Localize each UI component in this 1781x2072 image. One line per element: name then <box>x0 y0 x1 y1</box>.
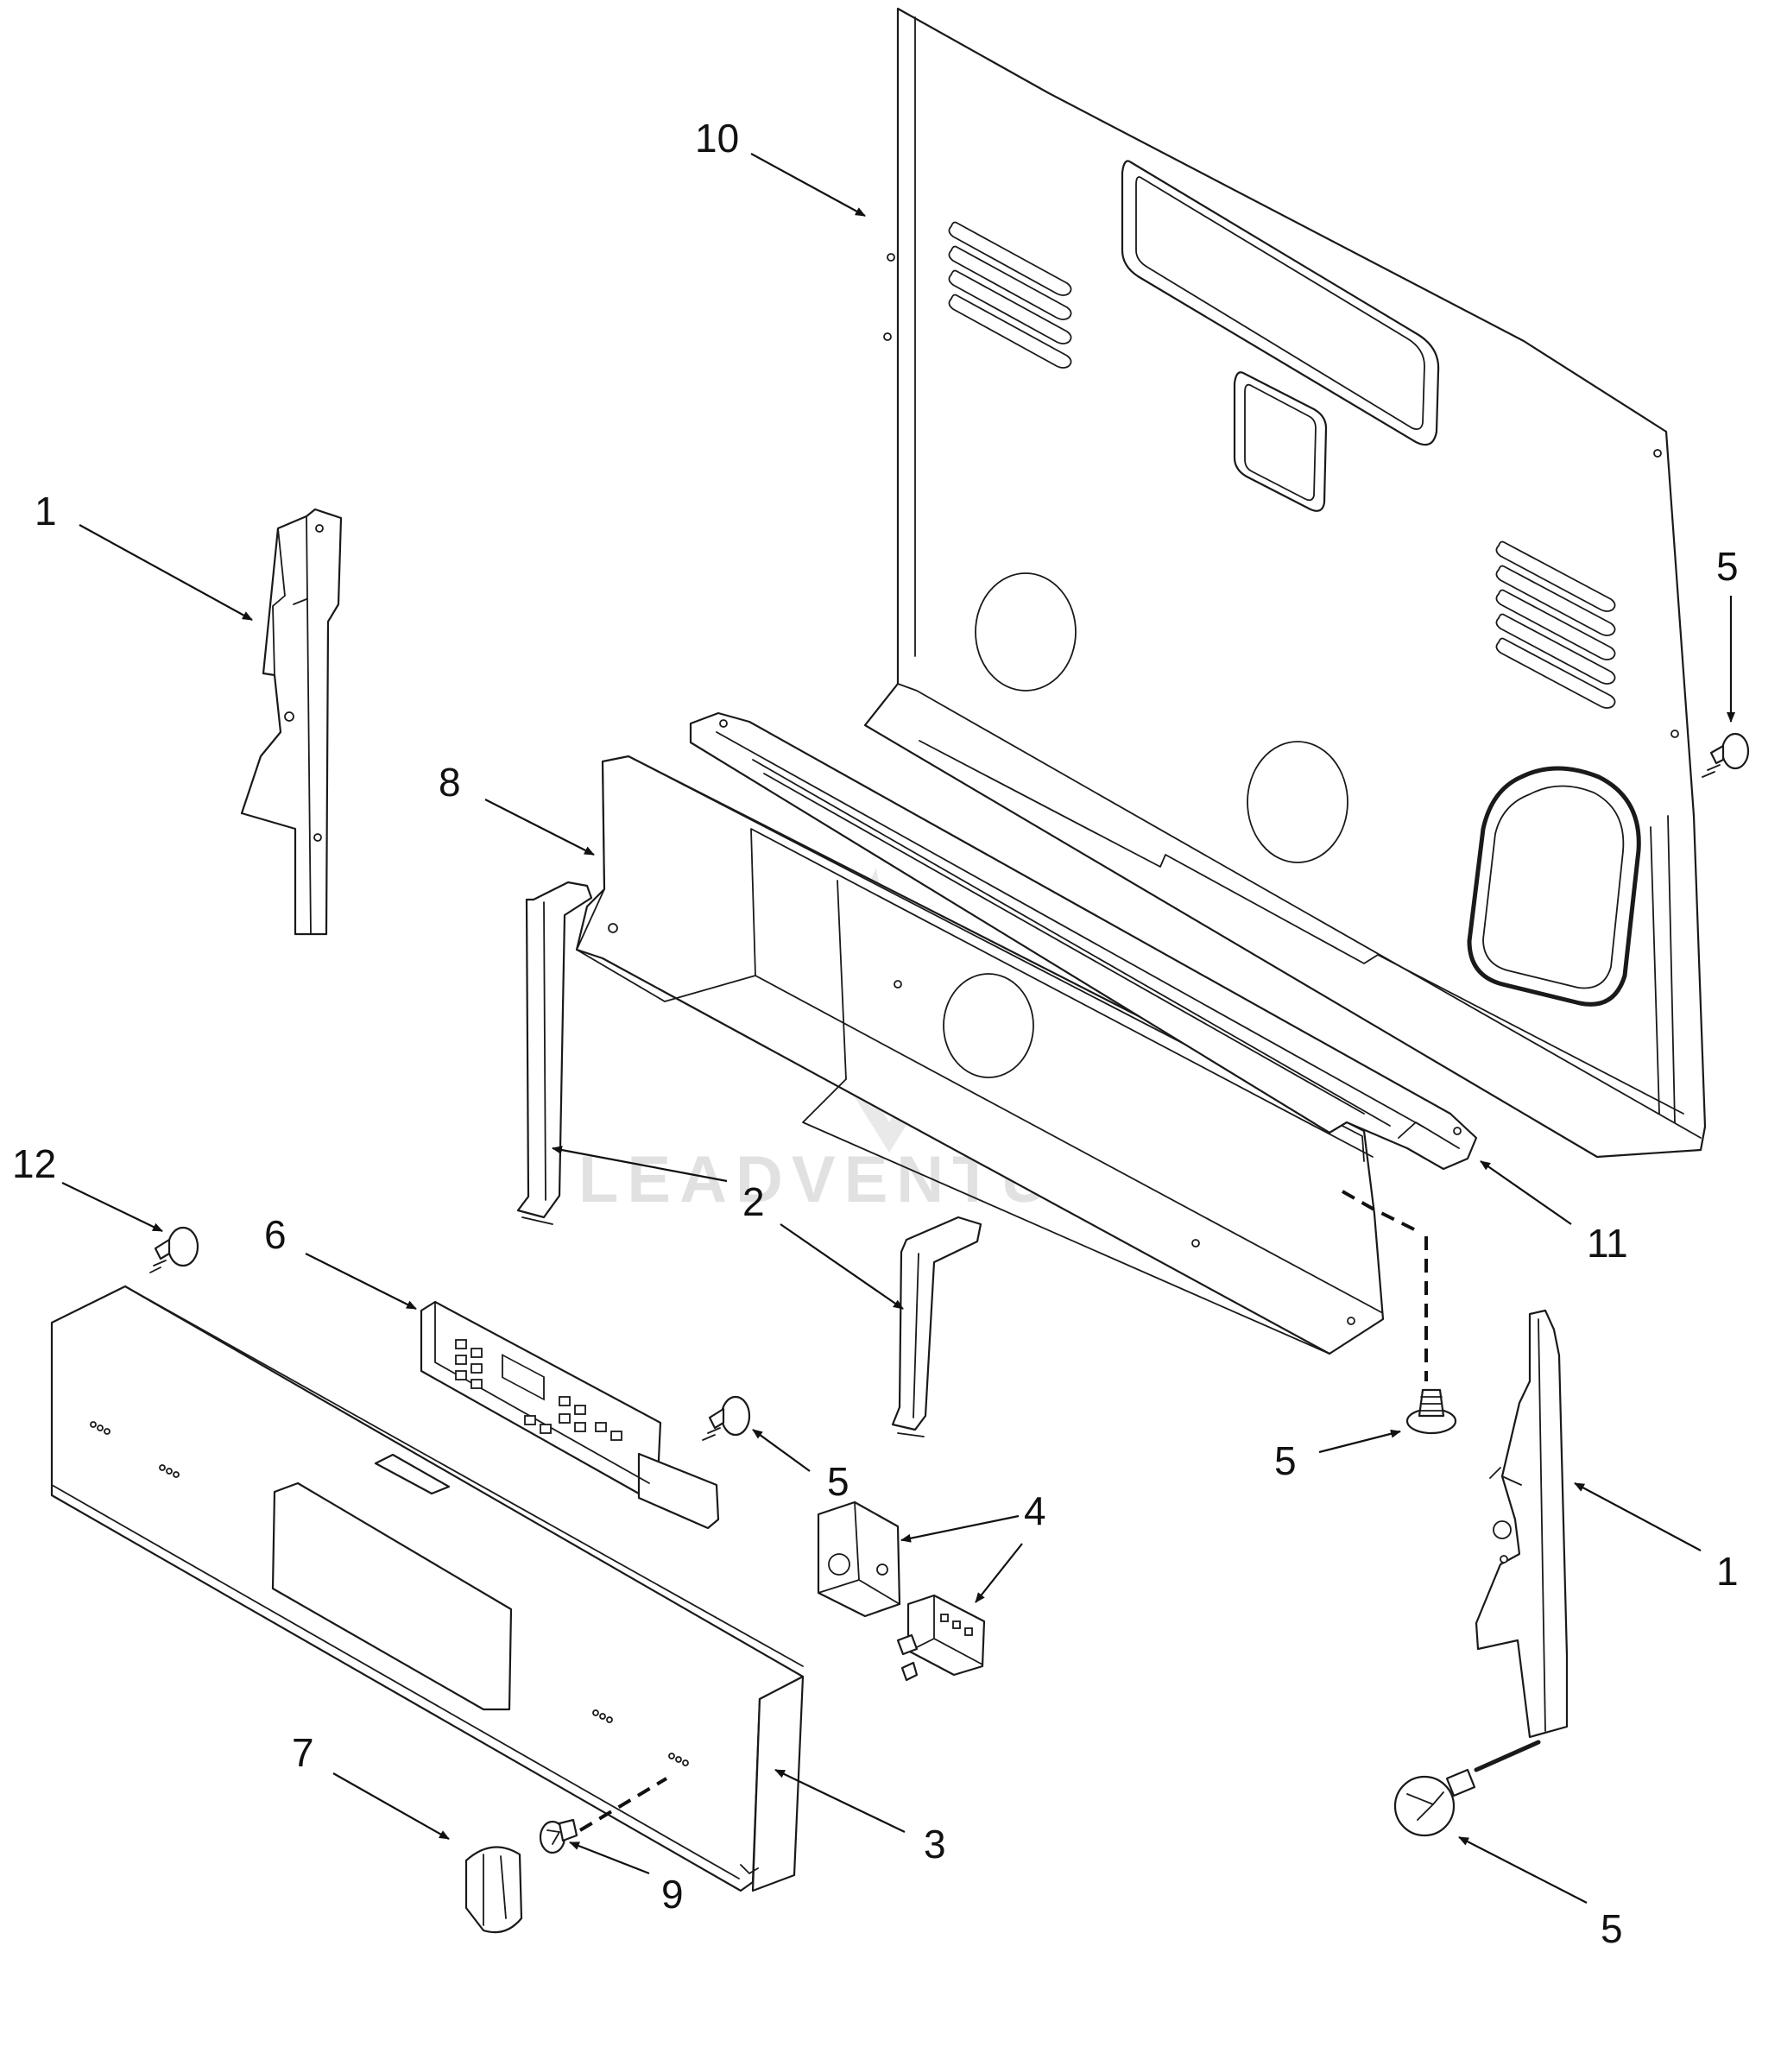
part-1-left-side-bracket <box>240 508 343 936</box>
callout-5-center: 5 <box>1274 1438 1297 1483</box>
vent-hole <box>975 572 1077 692</box>
callout-labels: 10 1 5 8 12 2 11 6 5 5 4 1 7 3 9 5 <box>12 116 1739 1951</box>
part-10-rear-panel <box>863 7 1707 1159</box>
part-5-screw-right-top <box>1702 732 1750 778</box>
right-louvers <box>1495 540 1616 709</box>
callout-5-right-top: 5 <box>1716 544 1739 589</box>
callout-5-bottom: 5 <box>1601 1906 1623 1951</box>
part-5-screw-mid <box>702 1395 751 1441</box>
part-2-bracket-b <box>891 1216 982 1437</box>
callout-9: 9 <box>661 1872 684 1917</box>
left-louvers <box>948 221 1072 369</box>
part-4-infinite-switch-a <box>817 1500 901 1618</box>
part-8-center-panel <box>575 755 1385 1355</box>
part-3-control-console <box>50 1285 805 1892</box>
part-11-top-rail <box>689 711 1478 1171</box>
part-12-screw <box>149 1226 199 1273</box>
callout-6: 6 <box>264 1212 287 1257</box>
callout-5-mid: 5 <box>827 1459 849 1504</box>
callout-12: 12 <box>12 1141 56 1186</box>
callout-10: 10 <box>695 116 739 161</box>
part-5-screw-center <box>1405 1388 1457 1435</box>
callout-3: 3 <box>924 1822 946 1867</box>
vent-hole <box>1247 741 1348 863</box>
callout-1-right: 1 <box>1716 1549 1739 1594</box>
callout-2: 2 <box>742 1179 765 1224</box>
callout-4: 4 <box>1024 1488 1046 1533</box>
callout-7: 7 <box>292 1730 314 1775</box>
callout-8: 8 <box>439 760 461 805</box>
callout-1-left: 1 <box>35 489 57 534</box>
leader-arrows <box>61 153 1735 1904</box>
assembly-lines <box>578 1190 1541 1832</box>
part-7-knob <box>464 1846 523 1934</box>
control-keypad <box>455 1339 622 1441</box>
part-2-bracket-a <box>516 881 593 1225</box>
part-9-spring <box>539 1818 578 1854</box>
part-4-infinite-switch-b <box>896 1594 986 1682</box>
part-1-right-side-bracket <box>1475 1309 1569 1739</box>
part-5-screw-bottom <box>1393 1768 1476 1837</box>
part-6-electronic-control <box>420 1300 720 1530</box>
callout-11: 11 <box>1587 1221 1628 1266</box>
